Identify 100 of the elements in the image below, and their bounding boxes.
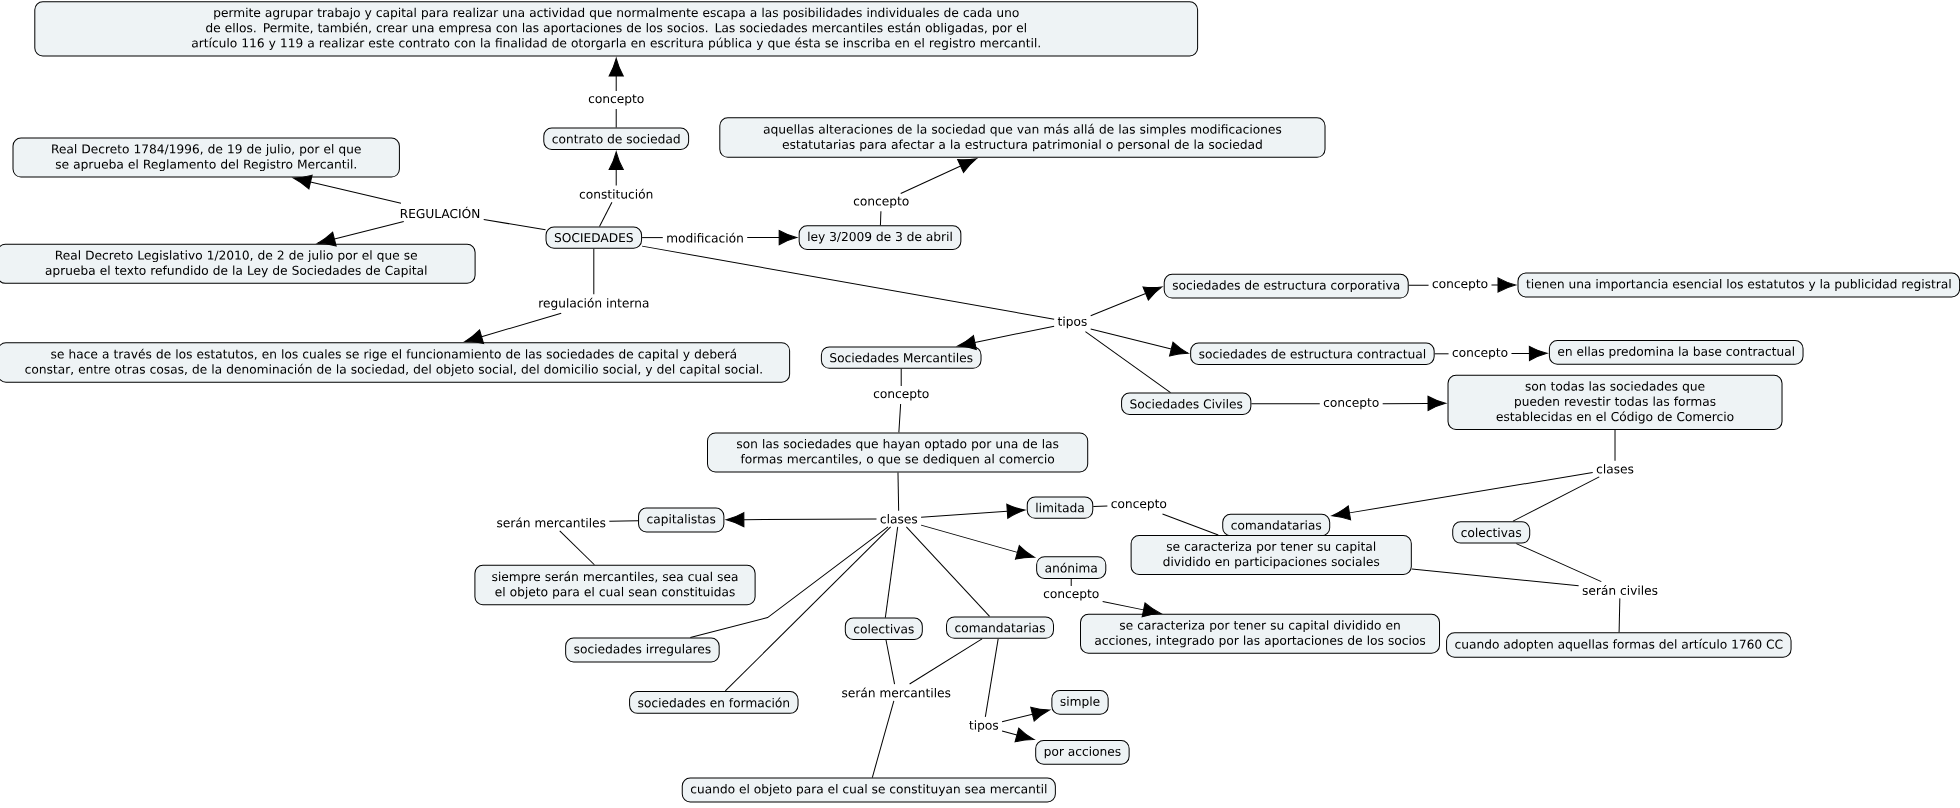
connector — [608, 58, 624, 92]
connector — [909, 638, 983, 685]
concept-box: en ellas predomina la base contractual — [1548, 340, 1804, 365]
connector — [1515, 543, 1602, 583]
linking-phrase: regulación interna — [535, 294, 653, 314]
linking-phrase: REGULACIÓN — [396, 203, 484, 222]
connector — [1434, 353, 1450, 355]
linking-phrase: clases — [1593, 461, 1637, 477]
connector — [608, 151, 624, 187]
linking-phrase: concepto — [1448, 345, 1512, 363]
linking-phrase: serán mercantiles — [493, 514, 609, 531]
connector — [1512, 476, 1600, 522]
linking-phrase: concepto — [1107, 496, 1170, 514]
connector — [898, 403, 902, 434]
linking-phrase: serán civiles — [1579, 582, 1661, 599]
linking-phrase: serán mercantiles — [838, 684, 954, 701]
concept-box: se hace a través de los estatutos, en los cuales se rige el funcionamiento de las sociedades de capital y deberá constar, entre otras cosas, de la denominación de la sociedad, del objeto social, del domicilio social, y del capital social. — [0, 342, 791, 383]
connector — [1090, 286, 1163, 317]
connector — [1250, 403, 1321, 405]
concept-box: tienen una importancia esencial los estatutos y la publicidad registral — [1517, 272, 1960, 298]
concept-box: limitada — [1026, 496, 1094, 520]
concept-box: son todas las sociedades que pueden revestir todas las formas establecidas en el Código de Comercio — [1447, 375, 1783, 431]
concept-box: por acciones — [1035, 740, 1130, 765]
concept-box: Sociedades Civiles — [1121, 392, 1252, 416]
concept-box: colectivas — [844, 617, 923, 641]
linking-phrase: concepto — [850, 194, 913, 212]
connector — [292, 174, 402, 204]
connector — [871, 700, 895, 779]
connector — [1382, 396, 1447, 412]
concept-box: comandatarias — [946, 616, 1054, 640]
connector — [593, 248, 595, 295]
connector — [316, 221, 405, 247]
concept-box: permite agrupar trabajo y capital para realizar una actividad que normalmente escapa a las posibilidades individuales de cada uno de ellos. Permite, también, crear una empresa con las aportaciones de los socios. Las sociedades mercantiles están obligadas, por el artículo 116 y 119 a realizar este contrato con la finalidad de otorgarla en escritura pública y que ésta se inscriba en el registro mercantil. — [34, 1, 1199, 57]
concept-box: capitalistas — [638, 507, 725, 533]
concept-box: sociedades en formación — [629, 691, 799, 715]
linking-phrase: concepto — [1040, 586, 1103, 604]
concept-box: Sociedades Mercantiles — [820, 346, 982, 369]
linking-phrase: concepto — [1320, 395, 1383, 413]
connector — [689, 526, 889, 639]
concept-box: aquellas alteraciones de la sociedad que van más allá de las simples modificaciones estatutarias para afectar a la estructura patrimonial o personal de la sociedad — [719, 117, 1326, 159]
connector — [615, 108, 617, 129]
concept-box: comandatarias — [1222, 514, 1331, 537]
connector — [608, 520, 639, 523]
concept-box: sociedades de estructura contractual — [1190, 342, 1435, 366]
concept-box: Real Decreto 1784/1996, de 19 de julio, por el que se aprueba el Reglamento del Registro Mercantil. — [12, 137, 400, 178]
concept-box: SOCIEDADES — [545, 226, 643, 249]
concept-box: contrato de sociedad — [543, 127, 690, 151]
connector — [920, 524, 1035, 560]
linking-phrase: concepto — [870, 386, 933, 404]
concept-box: sociedades irregulares — [565, 637, 720, 663]
linking-phrase: tipos — [1054, 313, 1091, 332]
connector — [1411, 568, 1580, 587]
connector — [1084, 331, 1172, 394]
connector — [1001, 727, 1035, 743]
concept-box: colectivas — [1452, 521, 1531, 544]
connector — [599, 201, 613, 228]
connector — [897, 472, 900, 512]
linking-phrase: concepto — [585, 91, 648, 109]
connector — [641, 245, 1055, 320]
connector — [900, 368, 902, 387]
connector — [1614, 429, 1616, 462]
concept-box: se caracteriza por tener su capital dividido en acciones, integrado por las aportaciones de los socios — [1080, 614, 1440, 654]
connector — [920, 503, 1026, 520]
concept-box: cuando adopten aquellas formas del artículo 1760 CC — [1446, 632, 1792, 658]
connector — [884, 526, 899, 619]
concept-box: Real Decreto Legislativo 1/2010, de 2 de julio por el que se aprueba el texto refundido de la Ley de Sociedades de Capital — [0, 244, 476, 284]
linking-phrase: constitución — [576, 186, 657, 202]
connector — [905, 526, 991, 618]
linking-phrase: tipos — [965, 717, 1002, 736]
connector — [725, 512, 877, 528]
concept-box: cuando el objeto para el cual se constituyan sea mercantil — [681, 777, 1056, 803]
connector — [1510, 346, 1548, 362]
connector — [724, 526, 892, 692]
connector — [1001, 707, 1050, 723]
connector — [464, 313, 562, 345]
connector — [1490, 277, 1517, 293]
concept-box: anónima — [1036, 556, 1107, 580]
concept-box: ley 3/2009 de 3 de abril — [798, 225, 962, 251]
concept-box: se caracteriza por tener su capital dividido en participaciones sociales — [1130, 535, 1412, 576]
concept-box: sociedades de estructura corporativa — [1163, 274, 1409, 299]
connector — [1618, 598, 1621, 634]
connector — [1102, 601, 1162, 618]
connector — [1408, 284, 1430, 287]
connector — [879, 211, 882, 226]
connector — [984, 638, 999, 718]
connector — [1331, 472, 1594, 521]
connector — [1162, 513, 1219, 536]
connector — [746, 230, 798, 246]
connector — [483, 219, 547, 231]
linking-phrase: concepto — [1428, 276, 1492, 294]
connector — [1092, 505, 1108, 508]
concept-box: son las sociedades que hayan optado por una de las formas mercantiles, o que se dediquen al comercio — [707, 432, 1089, 473]
connector — [885, 639, 896, 685]
linking-phrase: clases — [876, 511, 921, 527]
concept-box: siempre serán mercantiles, sea cual sea el objeto para el cual sean constituidas — [474, 564, 756, 606]
concept-box: simple — [1051, 690, 1109, 715]
linking-phrase: modificación — [663, 229, 747, 246]
connector — [641, 237, 664, 239]
connector — [900, 158, 978, 195]
connector — [559, 530, 595, 566]
